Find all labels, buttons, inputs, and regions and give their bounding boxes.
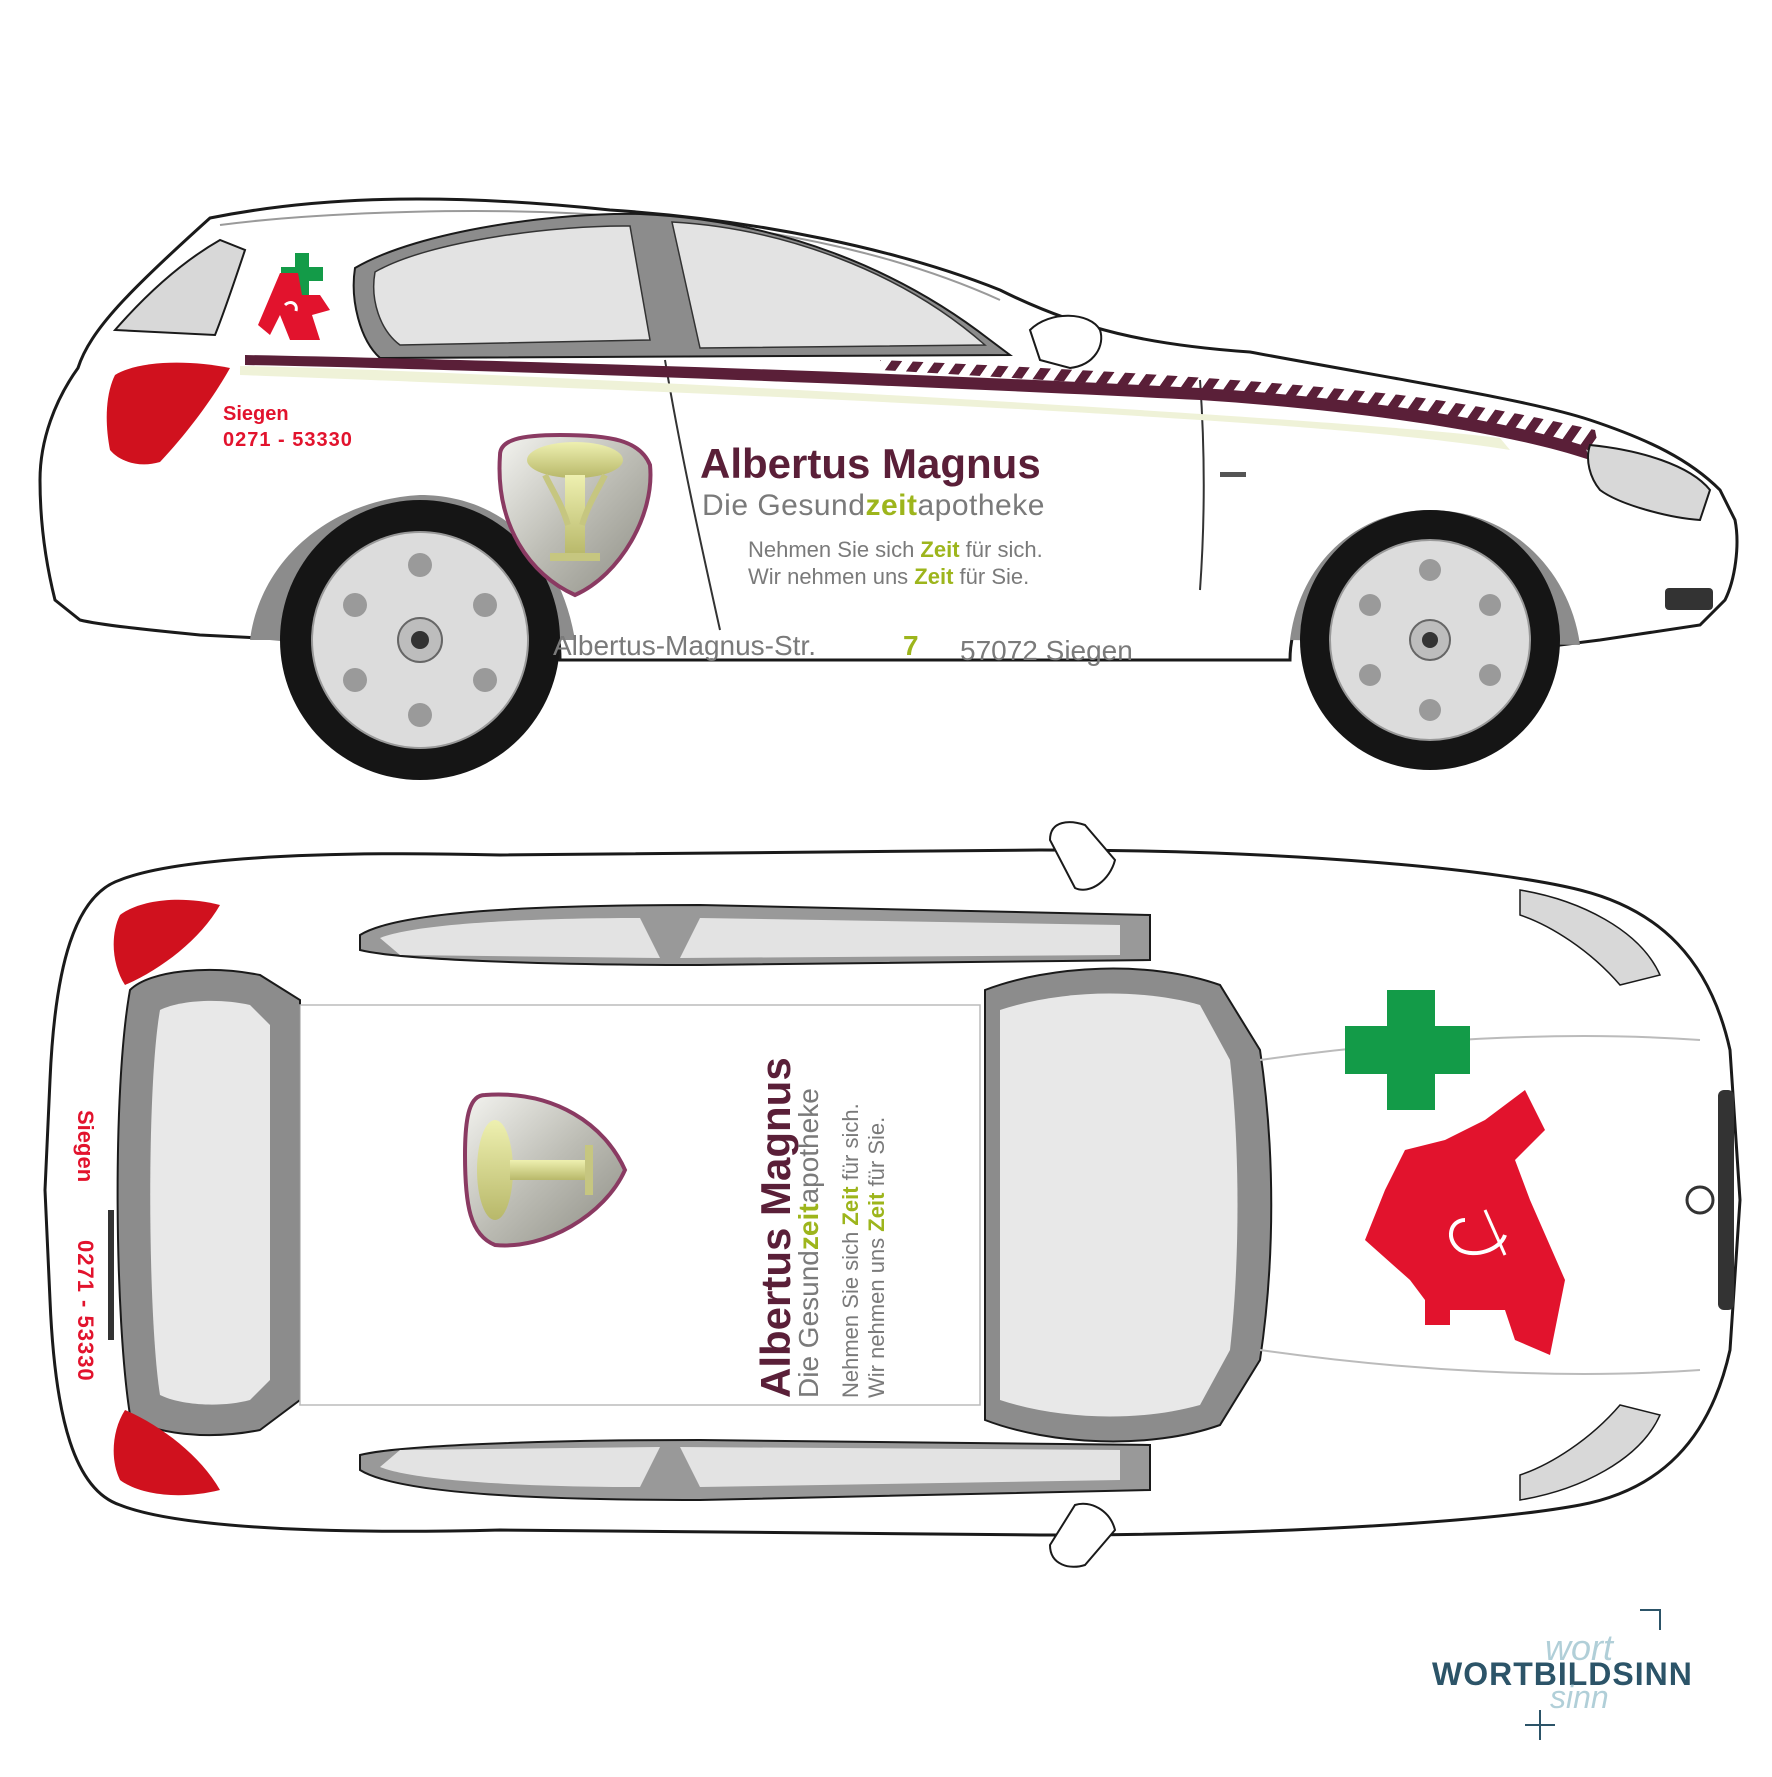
car-top-view: Siegen 0271 - 53330 Albertus Magnus Die … [43, 821, 1742, 1568]
side-slogan2-pre: Wir nehmen uns [748, 564, 914, 589]
side-tagline-post: apotheke [917, 489, 1044, 522]
side-address-number: 7 [903, 630, 919, 661]
watermark-logo: wort WORTBILDSINN sinn [1432, 1609, 1693, 1740]
side-slogan-line2: Wir nehmen uns Zeit für Sie. [748, 564, 1029, 589]
top-tagline-post: apotheke [793, 1088, 824, 1203]
top-slogan-line2: Wir nehmen uns Zeit für Sie. [864, 1117, 889, 1398]
top-rear-light-upper [113, 899, 220, 985]
side-door-line [664, 359, 721, 631]
top-window-upper-glass [380, 918, 1120, 958]
top-brand-name: Albertus Magnus [752, 1057, 799, 1398]
side-slogan1-highlight: Zeit [920, 537, 960, 562]
top-tagline-pre: Die Gesund [793, 1250, 824, 1398]
top-rear-window-glass [150, 1000, 270, 1405]
top-mirror-lower [1048, 1502, 1117, 1568]
top-slogan-line1: Nehmen Sie sich Zeit für sich. [838, 1103, 863, 1398]
side-window-front [671, 221, 987, 349]
car-side-view: Siegen 0271 - 53330 Albertus Magnus Die … [38, 197, 1739, 780]
side-door-front-line [1199, 379, 1205, 591]
top-slogan1-pre: Nehmen Sie sich [838, 1226, 863, 1398]
top-window-lower-glass [380, 1447, 1120, 1487]
side-apotheke-logo [258, 253, 330, 340]
side-mirror [1028, 314, 1103, 370]
top-tagline: Die Gesundzeitapotheke [793, 1088, 824, 1398]
top-slogan2-pre: Wir nehmen uns [864, 1232, 889, 1398]
side-phone-number: 0271 - 53330 [223, 429, 353, 451]
top-bmw-badge [1685, 1185, 1715, 1215]
side-address-city: 57072 Siegen [960, 635, 1133, 666]
top-slogan1-highlight: Zeit [838, 1186, 863, 1226]
side-diagonal-stripes [880, 360, 1600, 455]
side-slogan2-highlight: Zeit [914, 564, 954, 589]
side-tagline-pre: Die Gesund [702, 489, 865, 522]
top-apotheke-logo [1345, 990, 1565, 1355]
side-rear-window [112, 238, 247, 337]
side-maroon-stripe [245, 355, 1590, 460]
top-hood-line-lower [1259, 1349, 1701, 1375]
side-slogan1-post: für sich. [960, 537, 1043, 562]
side-tagline-highlight: zeit [865, 489, 917, 522]
side-rear-wheel [280, 500, 560, 780]
top-hood-line-upper [1259, 1035, 1701, 1061]
side-wheel-spokes [343, 553, 1501, 727]
watermark-corner-mark [1640, 1609, 1661, 1630]
top-tagline-highlight: zeit [793, 1203, 824, 1250]
side-phone-city: Siegen [223, 403, 289, 425]
side-slogan-line1: Nehmen Sie sich Zeit für sich. [748, 537, 1043, 562]
side-window-rear [373, 225, 651, 346]
top-rear-light-lower [113, 1410, 220, 1496]
side-door-handle [1220, 472, 1246, 477]
side-front-wheel [1300, 510, 1560, 770]
side-brand-name: Albertus Magnus [700, 440, 1041, 487]
side-rear-light [106, 362, 230, 465]
watermark-brand: WORTBILDSINN [1432, 1656, 1693, 1692]
top-slogan1-post: für sich. [838, 1103, 863, 1186]
top-phone-number: 0271 - 53330 [73, 1240, 98, 1382]
side-headlight [1587, 443, 1712, 522]
watermark-script-top: wort [1545, 1627, 1615, 1668]
top-slogan2-post: für Sie. [864, 1117, 889, 1193]
top-headlight-lower [1519, 1404, 1662, 1501]
top-shield-emblem [462, 1092, 628, 1248]
side-slogan1-pre: Nehmen Sie sich [748, 537, 920, 562]
top-headlight-upper [1519, 889, 1662, 986]
top-grille [1718, 1090, 1734, 1310]
top-phone-city: Siegen [73, 1110, 98, 1182]
top-rear-wiper [108, 1210, 114, 1340]
top-windshield-glass [1000, 993, 1238, 1417]
side-address-street: Albertus-Magnus-Str. [553, 630, 816, 661]
watermark-script-bottom: sinn [1550, 1679, 1609, 1715]
side-shield-emblem [497, 432, 653, 598]
side-belt-band [240, 366, 1510, 450]
side-slogan2-post: für Sie. [953, 564, 1029, 589]
side-tagline: Die Gesundzeitapotheke [702, 489, 1045, 522]
watermark-plus-mark [1525, 1710, 1555, 1740]
top-mirror-upper [1048, 821, 1117, 891]
top-slogan2-highlight: Zeit [864, 1192, 889, 1232]
top-roof-panel [299, 1004, 981, 1406]
side-front-vent [1665, 588, 1713, 610]
